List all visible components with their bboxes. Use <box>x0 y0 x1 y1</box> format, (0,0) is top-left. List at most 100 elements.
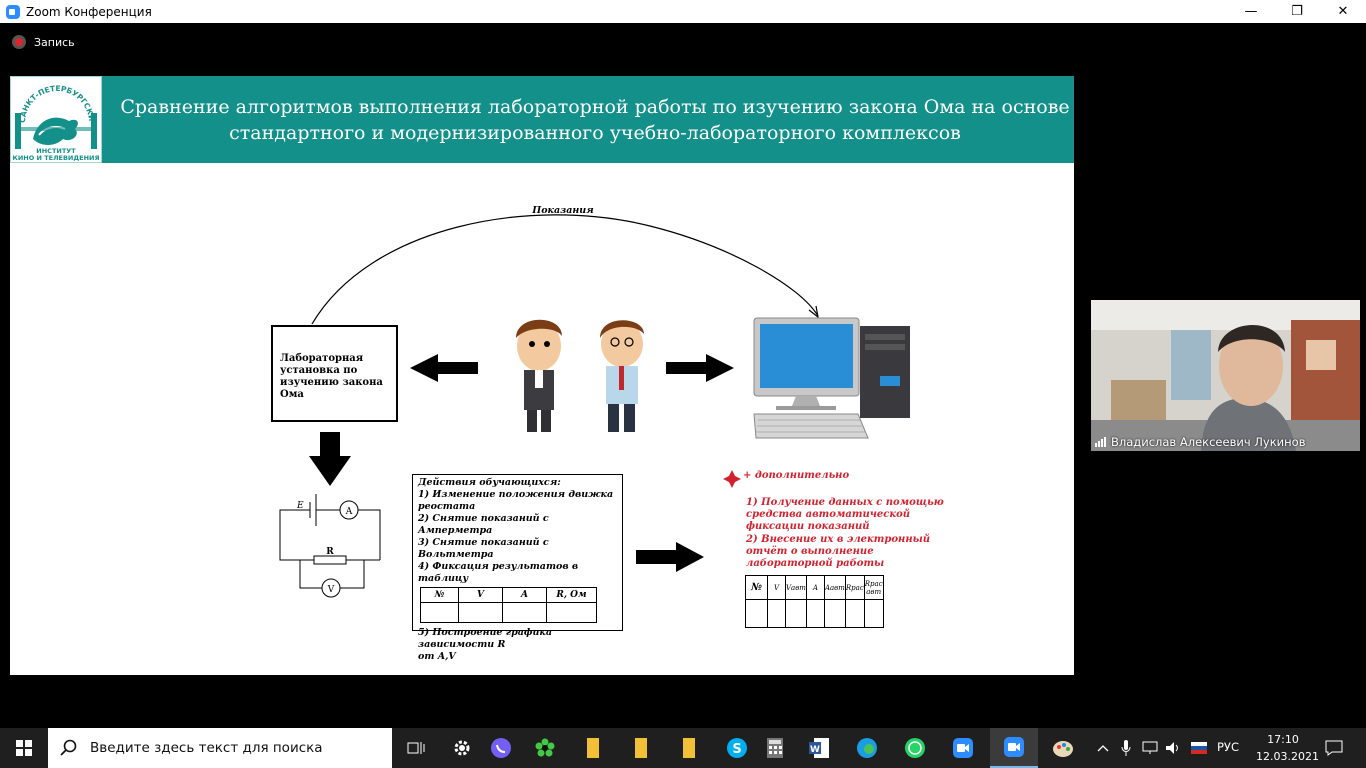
taskbar-calculator[interactable] <box>760 728 790 768</box>
slide-header <box>10 76 1074 163</box>
taskbar-word[interactable]: W <box>802 728 836 768</box>
participant-name: Владислав Алексеевич Лукинов <box>1111 435 1306 449</box>
table-row: № V A R, Ом <box>420 587 597 603</box>
skype-icon: S <box>727 738 747 758</box>
notification-icon <box>1325 740 1343 756</box>
calculator-icon <box>767 738 783 758</box>
table-header-cell: A <box>502 587 547 603</box>
taskbar-folder-1[interactable] <box>578 728 608 768</box>
computer-illustration <box>753 317 910 439</box>
tray-microphone[interactable] <box>1117 728 1135 768</box>
logo-line-1: ИНСТИТУТ <box>36 147 76 155</box>
taskbar-skype[interactable]: S <box>722 728 752 768</box>
recording-indicator[interactable]: Запись <box>12 35 75 49</box>
logo-graphic: САНКТ-ПЕТЕРБУРГСКИЙ ГОСУДАРСТВЕННЫЙ ИНСТ… <box>10 76 100 162</box>
actions-header: Действия обучающихся: <box>418 477 561 488</box>
tray-volume[interactable] <box>1163 728 1183 768</box>
arrow-right-icon <box>666 354 734 382</box>
clock-date: 12.03.2021 <box>1256 750 1319 763</box>
taskbar-folder-2[interactable] <box>626 728 656 768</box>
taskbar-search-box[interactable]: Введите здесь текст для поиска <box>48 728 392 768</box>
circuit-e-label: E <box>296 501 304 511</box>
circuit-diagram <box>279 494 381 598</box>
window-title: Zoom Конференция <box>26 4 152 19</box>
table-header-cell: Rрас <box>844 575 865 600</box>
language-indicator[interactable]: РУС <box>1217 740 1239 754</box>
taskbar-zoom[interactable] <box>946 728 980 768</box>
taskbar-settings[interactable] <box>440 728 484 768</box>
zoom-icon <box>1004 737 1024 757</box>
logo-line-2: КИНО И ТЕЛЕВИДЕНИЯ <box>13 154 100 162</box>
windows-logo-icon <box>16 740 32 756</box>
actions-step-5b: от A,V <box>418 651 456 662</box>
lab-setup-text: Лабораторная установка по изучению закон… <box>280 353 383 400</box>
additional-point-2: 2) Внесение их в электронный отчёт о вып… <box>746 534 931 569</box>
taskbar-viber[interactable] <box>484 728 518 768</box>
table-header-cell: A <box>805 575 825 600</box>
students-illustration <box>516 319 644 432</box>
table-row <box>745 599 884 628</box>
taskbar-edge[interactable] <box>850 728 884 768</box>
tray-language-flag[interactable] <box>1188 728 1210 768</box>
actions-step-5a: 5) Построение графика зависимости R <box>418 627 552 650</box>
participant-video[interactable]: Владислав Алексеевич Лукинов <box>1091 300 1360 451</box>
readings-arc <box>311 214 819 325</box>
voltmeter-label: V <box>327 585 335 595</box>
table-header-cell: Aавт <box>823 575 846 600</box>
actions-step-1b: реостата <box>418 501 476 512</box>
record-icon <box>12 35 26 49</box>
taskbar-folder-3[interactable] <box>674 728 704 768</box>
start-button[interactable] <box>0 728 48 768</box>
readings-arc-arrowhead <box>808 305 819 319</box>
tray-overflow-button[interactable] <box>1094 728 1112 768</box>
viber-icon <box>491 738 511 758</box>
arrow-down-icon <box>309 432 351 486</box>
actions-step-1a: 1) Изменение положения движка <box>418 489 614 500</box>
maximize-button[interactable]: ❐ <box>1291 4 1303 19</box>
taskbar-icq[interactable] <box>528 728 562 768</box>
search-icon <box>60 739 77 756</box>
zoom-app-icon <box>6 4 20 19</box>
clock-time: 17:10 <box>1267 733 1299 746</box>
additional-header: + дополнительно <box>743 470 850 481</box>
chevron-up-icon <box>1097 745 1109 752</box>
table-header-cell: R, Ом <box>546 587 597 603</box>
lab-setup-box: Лабораторная установка по изучению закон… <box>271 325 398 422</box>
network-icon <box>1142 741 1158 754</box>
word-icon: W <box>809 738 829 758</box>
search-placeholder: Введите здесь текст для поиска <box>90 740 323 756</box>
student-actions-box: Действия обучающихся: 1) Изменение полож… <box>412 474 623 662</box>
resistor-label: R <box>326 547 334 557</box>
window-controls: — ❐ ✕ <box>1228 0 1366 23</box>
minimize-button[interactable]: — <box>1244 4 1258 19</box>
folder-icon <box>635 738 647 758</box>
title-bar: Zoom Конференция — ❐ ✕ <box>0 0 1366 23</box>
speaker-icon <box>1166 742 1178 754</box>
palette-icon <box>1053 741 1073 757</box>
taskbar-zoom-active[interactable] <box>990 728 1038 768</box>
table-row <box>420 602 597 623</box>
actions-step-3: 3) Снятие показаний с Вольтметра <box>418 537 549 560</box>
flower-icon <box>535 738 555 757</box>
results-table: № V A R, Ом <box>420 587 597 623</box>
task-view-button[interactable] <box>392 728 440 768</box>
shared-slide: САНКТ-ПЕТЕРБУРГСКИЙ ГОСУДАРСТВЕННЫЙ ИНСТ… <box>10 76 1074 675</box>
svg-text:S: S <box>732 742 741 757</box>
table-header-cell: V <box>767 575 786 600</box>
table-row: № V Vавт A Aавт Rрас Rрас авт <box>745 575 884 600</box>
table-header-cell: № <box>420 587 459 603</box>
taskbar-whatsapp[interactable] <box>898 728 932 768</box>
ammeter-label: A <box>345 507 353 517</box>
edge-icon <box>857 738 877 758</box>
notification-center-button[interactable] <box>1312 728 1356 768</box>
close-button[interactable]: ✕ <box>1337 4 1349 19</box>
taskbar-paint[interactable] <box>1046 728 1080 768</box>
table-header-cell: V <box>458 587 503 603</box>
taskbar-clock[interactable]: 17:10 12.03.2021 <box>1256 731 1319 765</box>
red-star-2-icon <box>723 470 741 488</box>
tray-network[interactable] <box>1140 728 1160 768</box>
zoom-icon <box>953 738 973 758</box>
video-frame <box>1091 300 1360 451</box>
actions-step-4: 4) Фиксация результатов в таблицу <box>418 561 579 584</box>
